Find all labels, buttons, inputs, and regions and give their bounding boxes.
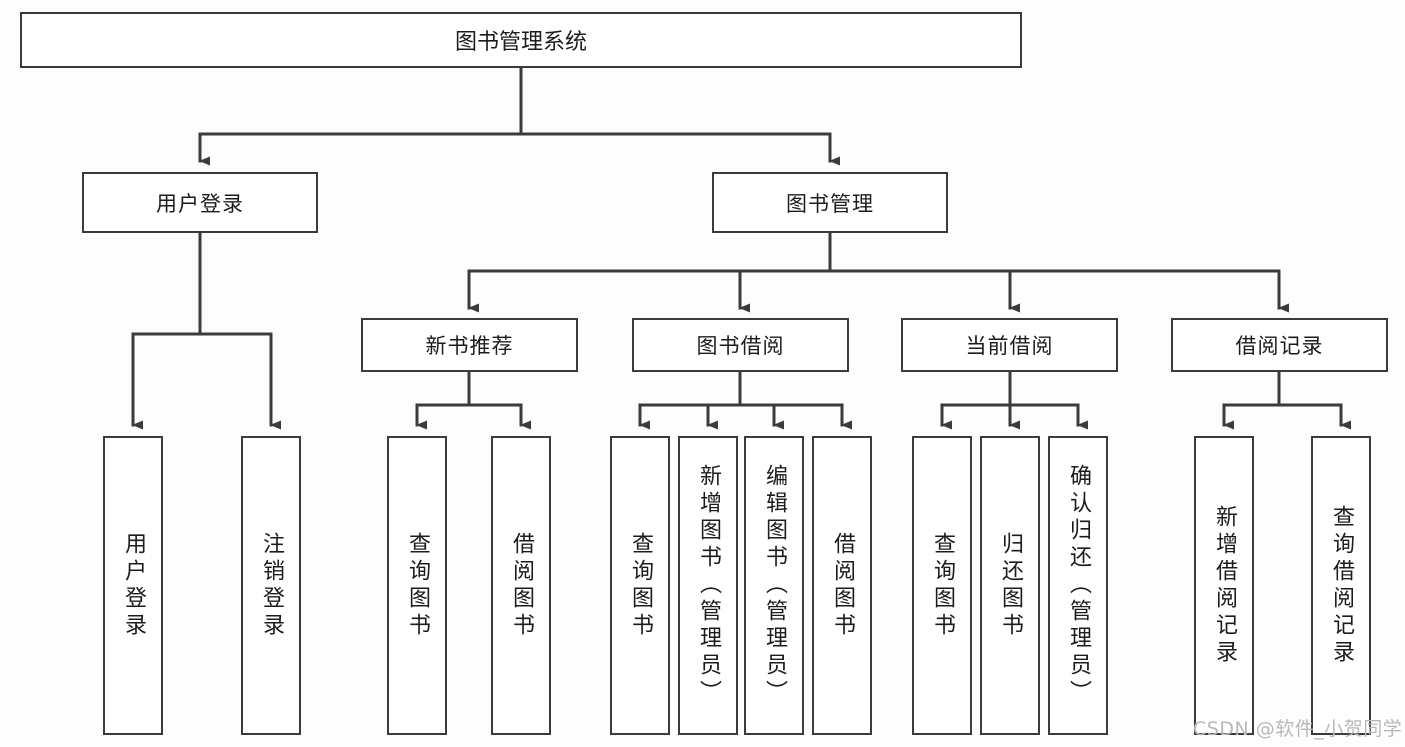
leaf-return-book[interactable]: 归还图书: [980, 436, 1040, 735]
leaf-add-record[interactable]: 新增借阅记录: [1194, 436, 1254, 735]
node-book-borrow[interactable]: 图书借阅: [632, 318, 849, 372]
leaf-borrow-book-1[interactable]: 借阅图书: [491, 436, 551, 735]
node-current-borrow[interactable]: 当前借阅: [901, 318, 1118, 372]
node-book-borrow-label: 图书借阅: [696, 334, 785, 358]
leaf-user-logout[interactable]: 注销登录: [241, 436, 301, 735]
node-new-book-recommend[interactable]: 新书推荐: [361, 318, 578, 372]
leaf-add-book[interactable]: 新增图书（管理员）: [678, 436, 738, 735]
node-borrow-record-label: 借阅记录: [1235, 334, 1324, 358]
leaf-confirm-return-label: 确认归还（管理员）: [1066, 464, 1091, 707]
leaf-query-book-2[interactable]: 查询图书: [610, 436, 670, 735]
leaf-query-book-3[interactable]: 查询图书: [912, 436, 972, 735]
leaf-query-book-1[interactable]: 查询图书: [387, 436, 447, 735]
leaf-add-record-label: 新增借阅记录: [1212, 504, 1237, 667]
leaf-query-record[interactable]: 查询借阅记录: [1311, 436, 1371, 735]
node-root-label: 图书管理系统: [454, 30, 587, 55]
node-book-manage-label: 图书管理: [786, 191, 874, 216]
leaf-query-book-1-label: 查询图书: [405, 531, 430, 640]
node-book-manage[interactable]: 图书管理: [712, 172, 948, 233]
leaf-borrow-book-2-label: 借阅图书: [830, 531, 855, 640]
leaf-user-login[interactable]: 用户登录: [103, 436, 163, 735]
leaf-borrow-book-2[interactable]: 借阅图书: [812, 436, 872, 735]
leaf-edit-book-label: 编辑图书（管理员）: [762, 464, 787, 707]
leaf-edit-book[interactable]: 编辑图书（管理员）: [744, 436, 804, 735]
leaf-user-login-label: 用户登录: [121, 531, 146, 640]
leaf-user-logout-label: 注销登录: [259, 531, 284, 640]
node-new-book-recommend-label: 新书推荐: [425, 334, 514, 358]
leaf-query-book-2-label: 查询图书: [628, 531, 653, 640]
node-user-login[interactable]: 用户登录: [82, 172, 318, 233]
leaf-return-book-label: 归还图书: [998, 531, 1023, 640]
leaf-query-record-label: 查询借阅记录: [1329, 504, 1354, 667]
node-root[interactable]: 图书管理系统: [20, 12, 1022, 68]
leaf-add-book-label: 新增图书（管理员）: [696, 464, 721, 707]
leaf-borrow-book-1-label: 借阅图书: [509, 531, 534, 640]
node-borrow-record[interactable]: 借阅记录: [1171, 318, 1388, 372]
node-user-login-label: 用户登录: [156, 191, 244, 216]
node-current-borrow-label: 当前借阅: [965, 334, 1054, 358]
leaf-query-book-3-label: 查询图书: [930, 531, 955, 640]
leaf-confirm-return[interactable]: 确认归还（管理员）: [1048, 436, 1108, 735]
